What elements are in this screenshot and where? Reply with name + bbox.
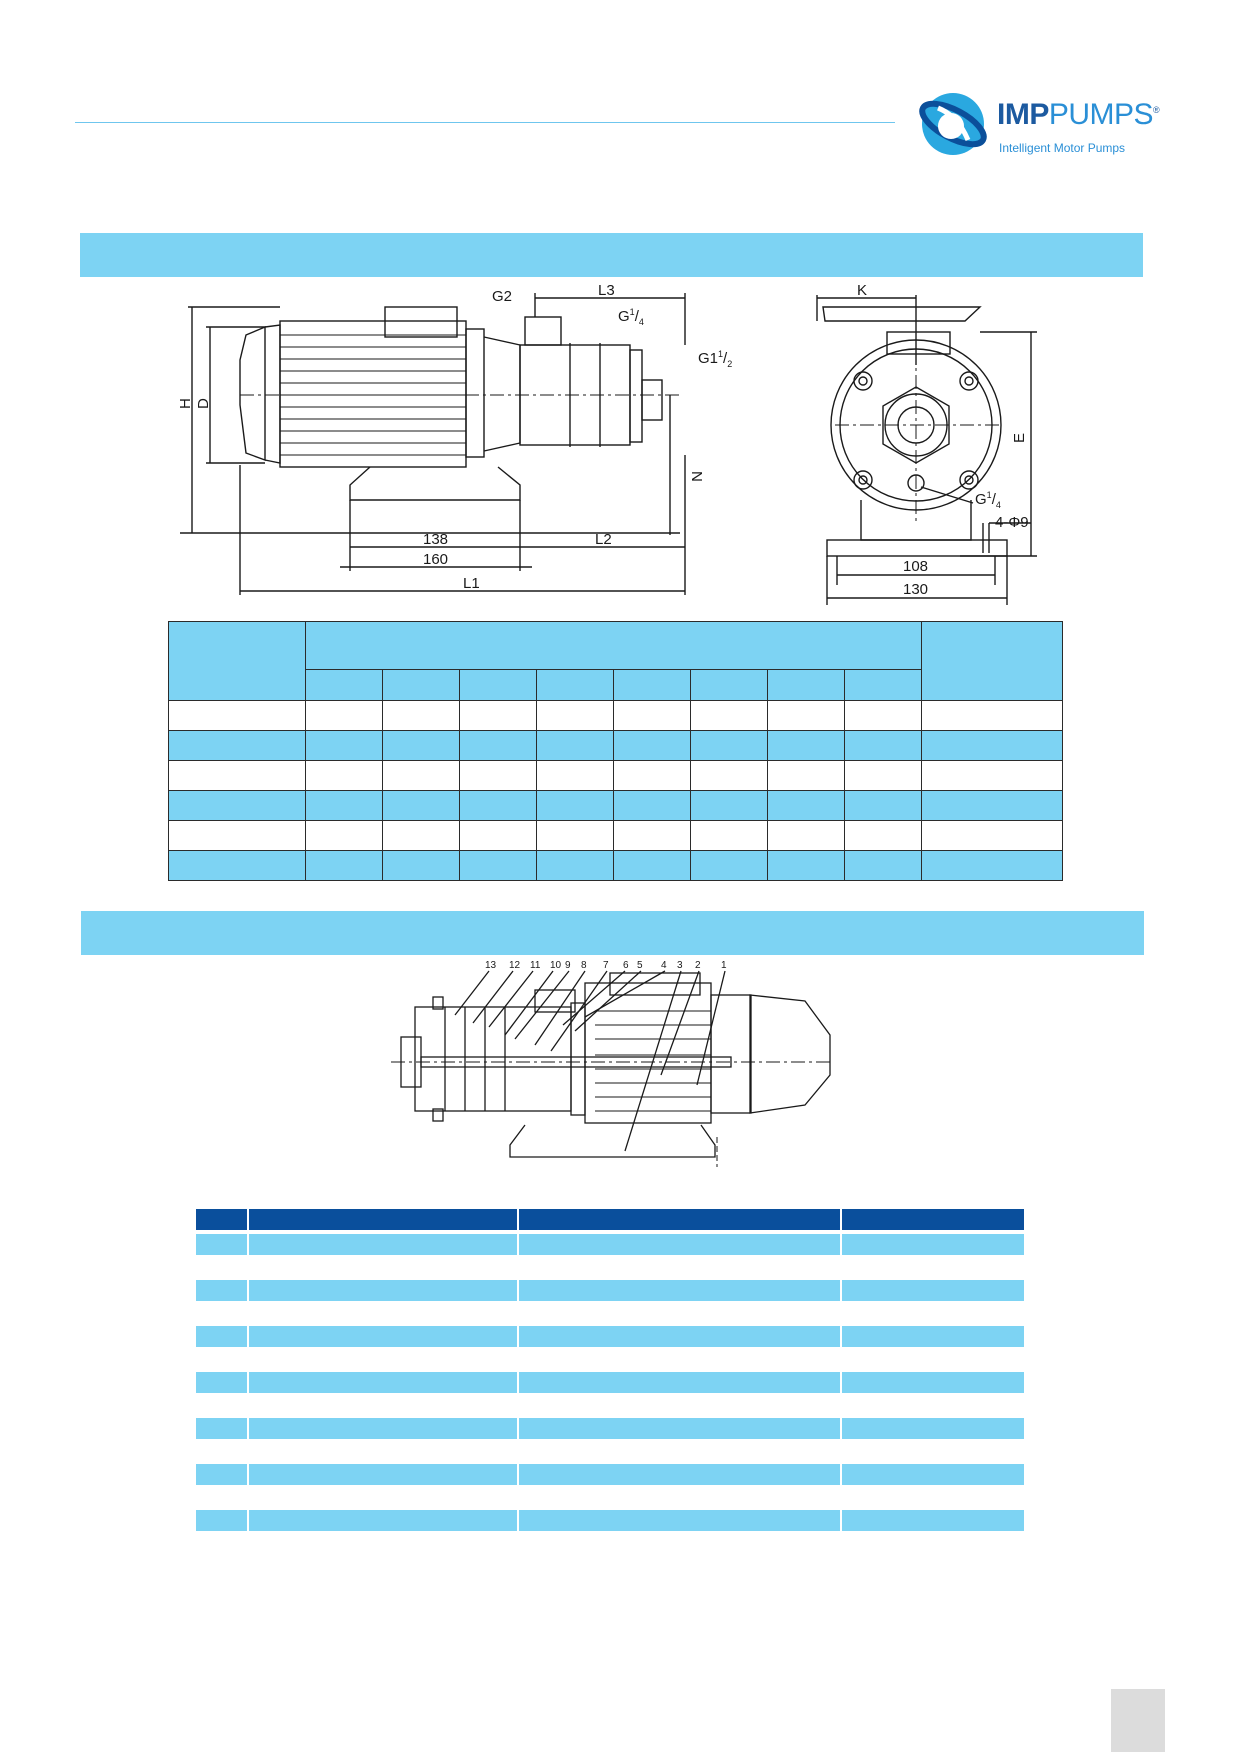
table-row — [196, 1418, 1024, 1439]
table-header-weight — [921, 621, 1063, 701]
part-number-label: 11 — [530, 960, 541, 971]
part-number-labels: 13 12 11 10 9 8 7 6 5 4 3 2 1 — [485, 960, 727, 971]
table-row — [196, 1464, 1024, 1485]
label-k: K — [857, 285, 867, 299]
label-holes: 4-Φ9 — [995, 514, 1029, 531]
part-number-label: 9 — [565, 960, 571, 971]
table-row — [168, 730, 1063, 761]
label-g2: G2 — [492, 288, 512, 305]
label-138: 138 — [423, 531, 448, 548]
label-160: 160 — [423, 551, 448, 568]
dimension-table — [168, 621, 1063, 881]
side-view-drawing: G2 L3 G1/4 G11/2 H D N 138 L2 160 L1 — [180, 285, 732, 595]
brand-name: IMPPUMPS® — [997, 98, 1160, 131]
header-rule — [75, 122, 895, 123]
label-h: H — [180, 398, 194, 409]
table-header-dimensions — [305, 621, 922, 670]
page-number-tab — [1111, 1689, 1165, 1752]
table-row — [168, 760, 1063, 791]
label-n: N — [688, 471, 705, 482]
label-g112: G11/2 — [698, 349, 732, 369]
part-number-label: 3 — [677, 960, 683, 971]
label-l3: L3 — [598, 285, 615, 299]
part-number-label: 5 — [637, 960, 643, 971]
brand-tagline: Intelligent Motor Pumps — [999, 141, 1126, 155]
label-g14-front: G1/4 — [975, 490, 1001, 510]
part-number-label: 8 — [581, 960, 587, 971]
section-bar-dimensions — [80, 233, 1143, 277]
label-108: 108 — [903, 558, 928, 575]
label-l1: L1 — [463, 575, 480, 592]
label-d: D — [195, 398, 212, 409]
table-row — [196, 1280, 1024, 1301]
sectional-drawing: 13 12 11 10 9 8 7 6 5 4 3 2 1 — [391, 960, 831, 1167]
part-number-label: 4 — [661, 960, 667, 971]
table-row — [196, 1326, 1024, 1347]
table-row — [196, 1372, 1024, 1393]
part-number-label: 6 — [623, 960, 629, 971]
label-g14: G1/4 — [618, 307, 644, 327]
label-130: 130 — [903, 581, 928, 598]
parts-table-header — [196, 1209, 1024, 1230]
part-number-label: 12 — [509, 960, 521, 971]
imp-logo-icon — [919, 93, 987, 155]
table-row — [196, 1510, 1024, 1531]
part-number-label: 13 — [485, 960, 497, 971]
front-view-drawing: K E G1/4 4-Φ9 108 130 — [816, 285, 1037, 605]
label-e: E — [1011, 433, 1028, 443]
part-number-label: 2 — [695, 960, 701, 971]
table-row — [196, 1234, 1024, 1255]
part-number-label: 10 — [550, 960, 562, 971]
label-l2: L2 — [595, 531, 612, 548]
table-header-model — [168, 621, 306, 701]
table-row — [168, 820, 1063, 851]
part-number-label: 7 — [603, 960, 609, 971]
part-number-label: 1 — [721, 960, 727, 971]
table-row — [168, 790, 1063, 821]
section-bar-structure — [81, 911, 1144, 955]
table-row — [168, 850, 1063, 881]
table-row — [168, 700, 1063, 731]
